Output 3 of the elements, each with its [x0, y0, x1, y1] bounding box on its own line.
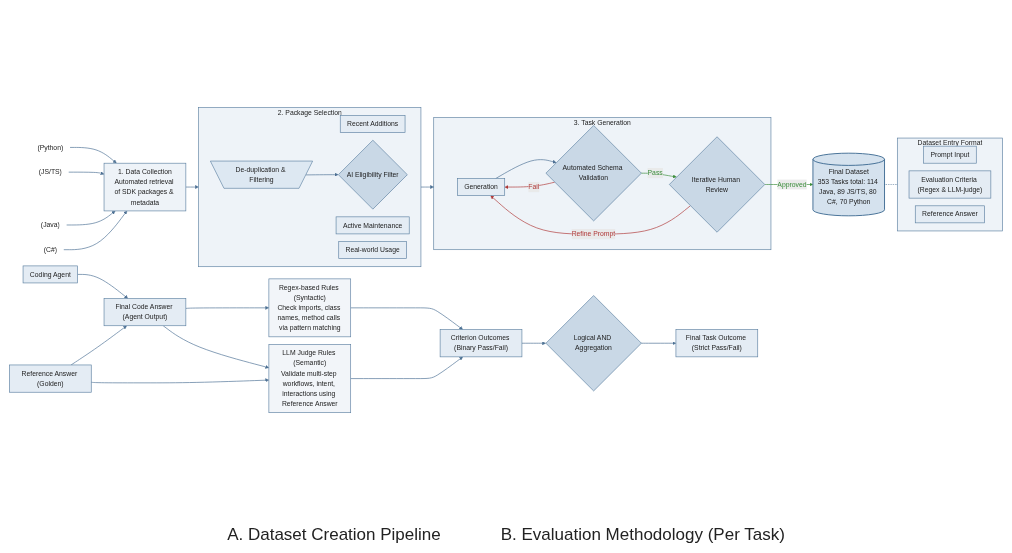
section-caption: B. Evaluation Methodology (Per Task) — [500, 525, 785, 545]
connector — [884, 184, 898, 186]
section-caption: A. Dataset Creation Pipeline — [227, 525, 441, 545]
